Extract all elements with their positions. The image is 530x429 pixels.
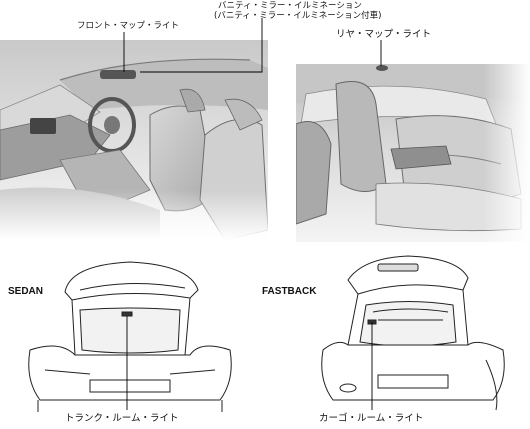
sedan-heading: SEDAN: [8, 286, 44, 297]
front-interior-illustration: [0, 40, 268, 240]
vanity-mirror-note: (バニティ・ミラー・イルミネーション付車): [214, 11, 382, 21]
rear-map-light-label: リヤ・マップ・ライト: [336, 29, 432, 40]
fastback-heading: FASTBACK: [262, 286, 317, 297]
cargo-room-light-label: カーゴ・ルーム・ライト: [319, 413, 424, 424]
rear-interior-illustration: [296, 64, 530, 242]
trunk-room-light-label: トランク・ルーム・ライト: [65, 413, 179, 424]
front-map-light-label: フロント・マップ・ライト: [77, 21, 180, 31]
fastback-cargo-illustration: [318, 250, 508, 420]
vanity-mirror-label: バニティ・ミラー・イルミネーション: [218, 1, 362, 11]
sedan-trunk-illustration: [20, 250, 240, 415]
